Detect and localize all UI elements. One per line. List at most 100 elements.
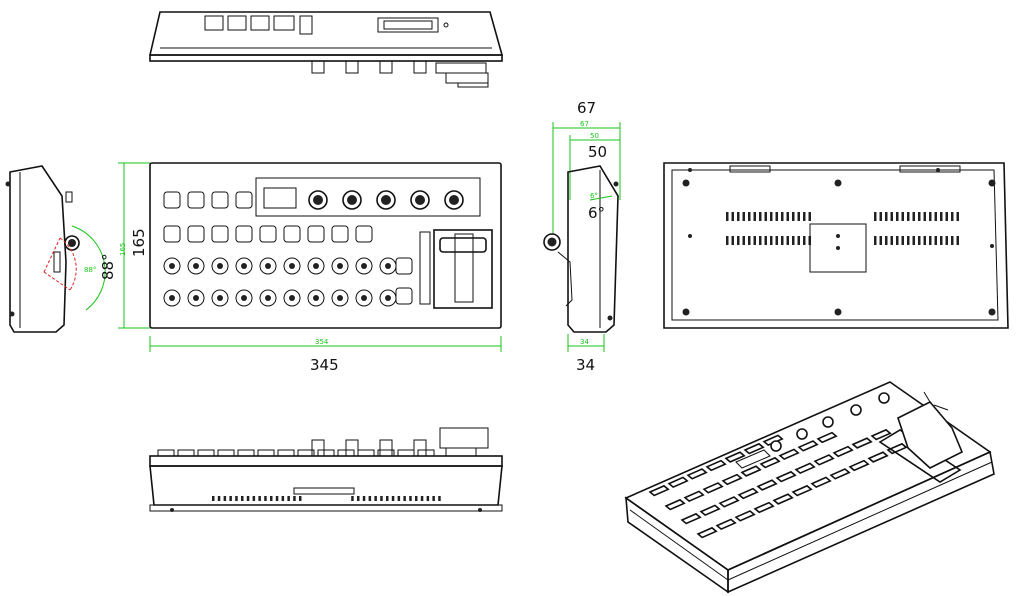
front-vent: [415, 496, 418, 501]
top-button-round: [355, 289, 373, 307]
front-vent: [293, 496, 296, 501]
depth-mid-label: 50: [588, 143, 607, 161]
top-button-led: [337, 263, 343, 269]
front-keycap: [177, 449, 195, 457]
isometric-keycap: [696, 526, 718, 539]
front-vent: [287, 496, 290, 501]
isometric-keycap: [648, 484, 670, 497]
vent-slot: [770, 236, 773, 245]
top-button-round: [163, 289, 181, 307]
front-vent: [235, 496, 238, 501]
vent-slot: [945, 236, 948, 245]
depth-top-label: 67: [577, 99, 596, 117]
vent-slot: [726, 212, 729, 221]
top-view: 165 165 354 345: [118, 162, 502, 374]
isometric-keycap: [724, 451, 746, 463]
isometric-keycap: [702, 482, 724, 494]
front-vent: [241, 496, 244, 501]
front-vent: [380, 496, 383, 501]
top-button: [259, 225, 277, 243]
vent-slot: [874, 236, 877, 245]
isometric-keycap: [772, 493, 794, 505]
top-button-round: [259, 257, 277, 275]
vent-slot: [934, 212, 937, 221]
vent-slot: [885, 212, 888, 221]
isometric-keycap: [721, 473, 743, 486]
front-vent: [299, 496, 302, 501]
top-button-led: [385, 263, 391, 269]
front-vent: [397, 496, 401, 501]
front-vent: [362, 496, 366, 501]
vent-slot: [781, 236, 784, 245]
top-button: [235, 191, 253, 209]
top-button-round: [307, 289, 325, 307]
vent-slot: [737, 236, 740, 245]
vent-slot: [940, 236, 943, 245]
front-vent: [403, 496, 406, 501]
top-button-led: [361, 295, 367, 301]
top-button-led: [169, 263, 175, 269]
vent-slot: [879, 212, 882, 221]
front-vent: [246, 496, 250, 501]
top-button-round: [187, 257, 205, 275]
front-vent: [374, 496, 377, 501]
front-vent: [368, 496, 372, 501]
vent-slots-right: [874, 212, 959, 245]
vent-slot: [885, 236, 888, 245]
top-button-led: [337, 295, 343, 301]
vent-slot: [874, 212, 877, 221]
front-vent: [391, 496, 395, 501]
top-button: [187, 225, 205, 243]
top-button: [283, 225, 301, 243]
vent-slot: [781, 212, 784, 221]
tilt-angle-small-label: 6°: [590, 192, 598, 200]
isometric-keycap: [664, 498, 686, 511]
front-keycap: [357, 449, 375, 457]
top-button-led: [169, 295, 175, 301]
vent-slot: [901, 236, 904, 245]
front-keycap: [317, 449, 335, 457]
vent-slot: [742, 212, 745, 221]
top-button-led: [289, 295, 295, 301]
vent-slot: [918, 212, 921, 221]
front-knobs: [311, 427, 489, 457]
width-label: 345: [310, 356, 339, 374]
vent-slot: [956, 212, 959, 221]
top-button: [211, 225, 229, 243]
vent-slot: [951, 236, 954, 245]
vent-slot: [759, 236, 762, 245]
isometric-keycap: [832, 445, 854, 458]
front-vent: [351, 496, 354, 501]
top-button-round: [307, 257, 325, 275]
isometric-keycap: [680, 512, 702, 525]
vent-slot: [929, 236, 932, 245]
vent-slot: [901, 212, 904, 221]
vent-slot: [907, 236, 910, 245]
vent-slot: [907, 212, 910, 221]
top-button-round: [211, 257, 229, 275]
top-button-led: [193, 263, 199, 269]
rear-knobs: [311, 60, 489, 88]
vent-slot: [808, 212, 811, 221]
top-button-round: [235, 289, 253, 307]
vent-slot: [879, 236, 882, 245]
front-vent: [252, 496, 256, 501]
vent-slot: [912, 212, 915, 221]
front-vent: [229, 496, 232, 501]
front-keycap: [197, 449, 215, 457]
vent-slot: [792, 236, 795, 245]
tilt-angle-label: 6°: [588, 204, 605, 222]
front-vent: [217, 496, 221, 501]
rotation-angle-label: 88°: [99, 253, 117, 280]
encoder-knobs: [308, 190, 464, 210]
depth-bottom-small-label: 34: [580, 338, 589, 346]
vent-slot: [775, 236, 778, 245]
front-vent: [432, 496, 435, 501]
vent-slot: [923, 212, 926, 221]
isometric-keycap: [715, 518, 737, 531]
top-button-led: [265, 263, 271, 269]
isometric-view: [624, 381, 995, 594]
top-button-led: [313, 263, 319, 269]
bottom-feet: [682, 168, 996, 316]
